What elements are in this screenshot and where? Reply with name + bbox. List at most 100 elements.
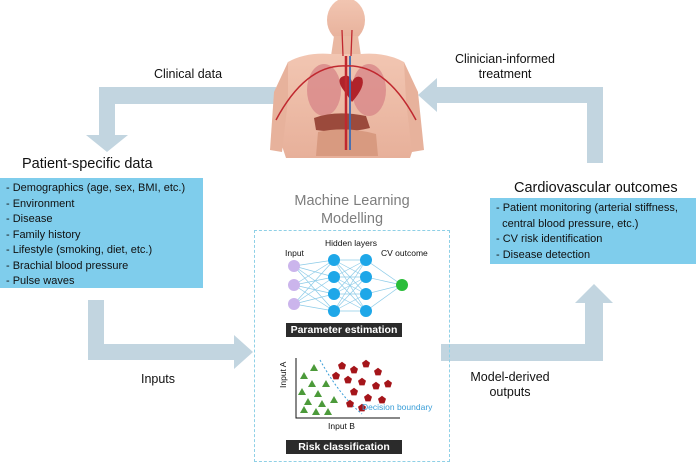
class-b-pentagon bbox=[374, 367, 382, 376]
nn-connection bbox=[333, 276, 367, 312]
nn-connection bbox=[293, 259, 335, 286]
left-lung bbox=[307, 64, 341, 116]
decision-boundary-label: Decision boundary bbox=[362, 402, 433, 412]
cv-outcomes-box: - Patient monitoring (arterial stiffness… bbox=[490, 198, 696, 264]
arm-artery-left bbox=[275, 65, 347, 121]
right-arm bbox=[404, 62, 424, 152]
nn-input-node bbox=[288, 260, 300, 272]
nn-input-label: Input bbox=[285, 248, 304, 258]
nn-output-label: CV outcome bbox=[381, 248, 428, 258]
patient-item: - Family history bbox=[6, 228, 81, 241]
inputs-label: Inputs bbox=[140, 372, 176, 386]
clinician-treatment-label: Clinician-informed treatment bbox=[454, 52, 556, 81]
left-arm bbox=[270, 62, 288, 152]
ml-title-line2: Modelling bbox=[320, 211, 384, 227]
arrow-inputs bbox=[88, 300, 253, 369]
nn-connection bbox=[333, 259, 367, 278]
class-a-triangle bbox=[298, 388, 306, 395]
scatter-y-label: Input A bbox=[278, 361, 288, 388]
class-b-pentagon bbox=[350, 387, 358, 396]
patient-data-box: - Demographics (age, sex, BMI, etc.) - E… bbox=[0, 178, 203, 288]
arrow-clinical-data-bar bbox=[99, 87, 276, 104]
cv-outcomes-list: - Patient monitoring (arterial stiffness… bbox=[496, 201, 690, 263]
class-b-pentagon bbox=[346, 399, 354, 408]
nn-connection bbox=[365, 276, 403, 286]
nn-connection bbox=[365, 284, 403, 295]
parameter-estimation-caption: Parameter estimation bbox=[286, 323, 402, 337]
neck bbox=[331, 36, 361, 56]
nn-hidden-node bbox=[328, 288, 340, 300]
model-outputs-label: Model-derived outputs bbox=[470, 370, 550, 399]
arm-artery bbox=[345, 65, 417, 121]
nn-connection bbox=[293, 293, 335, 305]
class-a-triangle bbox=[300, 372, 308, 379]
class-a-triangle bbox=[318, 400, 326, 407]
nn-connection bbox=[293, 284, 335, 312]
decision-boundary-line bbox=[319, 359, 363, 415]
nn-hidden-node bbox=[360, 288, 372, 300]
nn-hidden-node bbox=[328, 271, 340, 283]
liver bbox=[314, 113, 370, 132]
class-a-triangle bbox=[324, 408, 332, 415]
nn-connection bbox=[293, 276, 335, 286]
nn-connection bbox=[365, 259, 403, 286]
risk-classification-caption: Risk classification bbox=[286, 440, 402, 454]
class-b-pentagon bbox=[372, 381, 380, 390]
class-a-triangle bbox=[322, 380, 330, 387]
nn-connection bbox=[333, 259, 367, 295]
ml-panel bbox=[254, 230, 450, 462]
neural-network-diagram bbox=[288, 254, 408, 317]
nn-hidden-node bbox=[360, 254, 372, 266]
cv-item: - Disease detection bbox=[496, 248, 591, 261]
nn-connection bbox=[293, 265, 335, 278]
arrow-model-outputs bbox=[441, 284, 613, 361]
patient-item: - Brachial blood pressure bbox=[6, 259, 129, 272]
nn-connection bbox=[333, 259, 367, 312]
class-a-triangle bbox=[314, 390, 322, 397]
nn-input-node bbox=[288, 298, 300, 310]
class-a-triangle bbox=[330, 396, 338, 403]
cv-item: - CV risk identification bbox=[496, 233, 603, 245]
neck-vessels bbox=[341, 29, 353, 57]
patient-item: - Demographics (age, sex, BMI, etc.) bbox=[6, 182, 186, 194]
nn-hidden-label: Hidden layers bbox=[325, 238, 377, 248]
cv-item: central blood pressure, etc.) bbox=[496, 217, 639, 230]
class-b-pentagon bbox=[362, 359, 370, 368]
nn-connection bbox=[293, 259, 335, 267]
class-a-triangle bbox=[308, 380, 316, 387]
nn-connection bbox=[293, 303, 335, 312]
human-anatomy-illustration bbox=[270, 0, 424, 158]
nn-hidden-node bbox=[328, 254, 340, 266]
class-b-pentagon bbox=[364, 393, 372, 402]
arrow-clinician-treatment bbox=[418, 78, 603, 163]
nn-connection bbox=[333, 293, 367, 312]
nn-connection bbox=[293, 259, 335, 305]
class-b-pentagon bbox=[378, 395, 386, 404]
class-a-triangle bbox=[304, 398, 312, 405]
patient-item: - Disease bbox=[6, 213, 53, 225]
nn-connection bbox=[365, 284, 403, 312]
cv-item: - Patient monitoring (arterial stiffness… bbox=[496, 202, 678, 214]
class-b-pentagon bbox=[350, 365, 358, 374]
class-a-triangle bbox=[300, 406, 308, 413]
patient-item: - Lifestyle (smoking, diet, etc.) bbox=[6, 244, 153, 256]
class-b-pentagon bbox=[344, 375, 352, 384]
class-b-pentagon bbox=[358, 403, 366, 412]
nn-output-node bbox=[396, 279, 408, 291]
patient-box-title: Patient-specific data bbox=[22, 156, 153, 172]
ml-title-line1: Machine Learning bbox=[294, 193, 410, 209]
nn-hidden-node bbox=[360, 305, 372, 317]
scatter-x-label: Input B bbox=[328, 421, 355, 431]
nn-connection bbox=[293, 265, 335, 312]
risk-classification-scatter bbox=[295, 358, 400, 419]
class-b-pentagon bbox=[338, 361, 346, 370]
class-a-triangle bbox=[312, 408, 320, 415]
clinical-data-label: Clinical data bbox=[153, 67, 223, 81]
scatter-axes bbox=[295, 358, 400, 419]
patient-item: - Pulse waves bbox=[6, 275, 75, 287]
class-b-pentagon bbox=[384, 379, 392, 388]
ml-title: Machine Learning Modelling bbox=[254, 192, 450, 228]
nn-connection bbox=[293, 276, 335, 305]
class-a-triangle bbox=[310, 364, 318, 371]
